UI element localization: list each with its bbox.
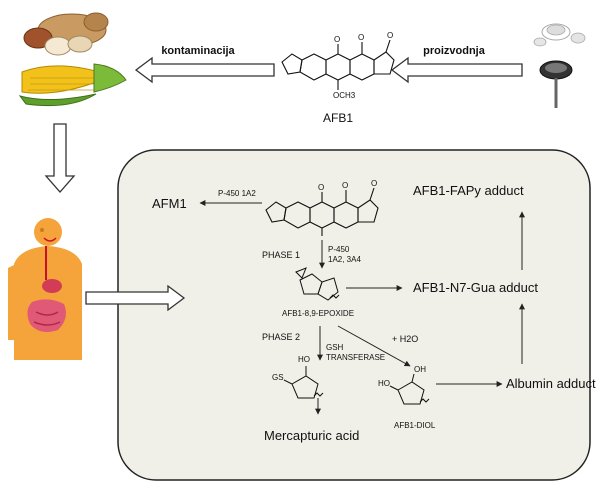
panel-afb1-o-2: O — [342, 181, 348, 190]
gst-label-2: TRANSFERASE — [326, 353, 385, 362]
afb1-methoxy: OCH3 — [333, 91, 356, 100]
aspergillus-illustration — [533, 23, 586, 108]
phase1-label: PHASE 1 — [262, 250, 300, 260]
peanuts-illustration — [23, 12, 109, 56]
mercapturic-label: Mercapturic acid — [264, 428, 359, 443]
afb1-o-atom-2: O — [358, 33, 364, 42]
ho-label-2: HO — [378, 379, 390, 388]
fapy-adduct-label: AFB1-FAPy adduct — [413, 183, 524, 198]
corn-illustration — [18, 63, 127, 107]
production-arrow — [390, 56, 523, 84]
gs-label: GS — [272, 373, 284, 382]
albumin-adduct-label: Albumin adduct — [506, 376, 596, 391]
gst-label-1: GSH — [326, 343, 344, 352]
epoxide-structure — [295, 267, 340, 301]
production-label: proizvodnja — [423, 45, 486, 57]
contamination-label: kontaminacija — [161, 45, 235, 57]
n7gua-adduct-label: AFB1-N7-Gua adduct — [413, 280, 538, 295]
panel-afb1-structure — [265, 187, 379, 236]
panel-afb1-o-3: O — [371, 179, 377, 188]
metabolism-arrow — [85, 284, 186, 312]
afb1-structure — [281, 39, 395, 90]
afm1-label: AFM1 — [152, 196, 187, 211]
pathway-panel — [117, 149, 591, 481]
panel-afb1-o-1: O — [318, 183, 324, 192]
hydrolysis-arrow — [337, 325, 411, 367]
afb1-o-atom-3: O — [387, 31, 393, 40]
ho-label-1: HO — [298, 355, 310, 364]
phase2-label: PHASE 2 — [262, 332, 300, 342]
ingestion-arrow — [44, 123, 76, 193]
p450-mid-label-2: 1A2, 3A4 — [328, 255, 361, 264]
p450-top-label: P-450 1A2 — [218, 189, 256, 198]
contamination-arrow — [134, 56, 275, 84]
gs-conjugate-structure — [283, 366, 324, 399]
oh-label: OH — [414, 365, 426, 374]
p450-mid-label-1: P-450 — [328, 245, 350, 254]
diol-structure — [389, 373, 430, 405]
epoxide-label: AFB1-8,9-EPOXIDE — [282, 309, 354, 318]
afb1-title: AFB1 — [323, 111, 353, 125]
h2o-label: + H2O — [392, 334, 418, 344]
afb1-o-atom-1: O — [334, 35, 340, 44]
diol-label: AFB1-DIOL — [394, 421, 436, 430]
human-torso-illustration — [8, 218, 82, 360]
